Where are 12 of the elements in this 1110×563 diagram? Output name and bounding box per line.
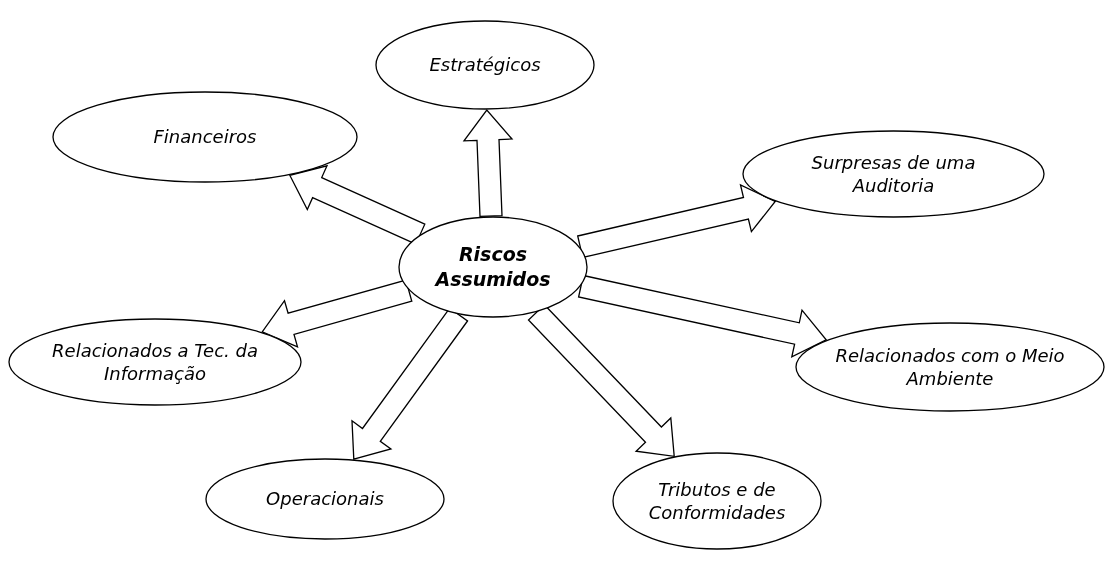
risk-category-label: Financeiros (153, 125, 257, 149)
risk-category-label: Surpresas de uma Auditoria (810, 150, 977, 198)
risk-category-label: Estratégicos (429, 53, 541, 77)
risk-category-label: Tributos e de Conformidades (647, 477, 787, 525)
block-arrow (577, 274, 828, 359)
risk-category-label: Relacionados a Tec. da Informação (51, 338, 259, 386)
risk-category-label: Relacionados com o Meio Ambiente (834, 343, 1066, 391)
block-arrow (576, 183, 777, 259)
block-arrow (261, 279, 413, 349)
block-arrow (462, 108, 514, 218)
risk-category-label: Operacionais (266, 487, 384, 511)
central-topic-label: Riscos Assumidos (433, 242, 552, 292)
